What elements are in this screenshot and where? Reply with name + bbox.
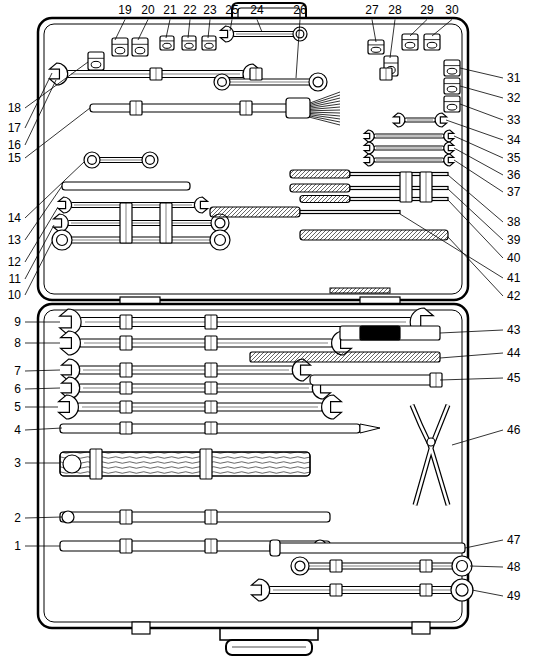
leader-line	[25, 162, 84, 218]
callout-number: 28	[387, 4, 402, 17]
callout-number: 27	[364, 4, 379, 17]
leader-line	[440, 353, 503, 358]
callout-number: 17	[7, 122, 22, 135]
leader-line	[460, 86, 503, 98]
callout-number: 14	[7, 212, 22, 225]
callout-number: 42	[506, 290, 521, 303]
leader-line	[465, 540, 503, 548]
leader-line	[390, 20, 395, 59]
callout-number: 3	[13, 457, 22, 470]
callout-number: 16	[7, 139, 22, 152]
callout-number: 34	[506, 134, 521, 147]
leader-line	[410, 20, 427, 37]
callout-number: 36	[506, 169, 521, 182]
leader-line	[25, 388, 60, 389]
leader-line	[188, 20, 190, 39]
leader-line	[460, 104, 503, 120]
leader-line	[446, 120, 503, 140]
leader-line	[372, 20, 376, 43]
leader-line	[454, 148, 503, 175]
leader-line	[25, 73, 52, 128]
leader-line	[138, 20, 148, 41]
tools	[50, 26, 473, 601]
callout-number: 41	[506, 272, 521, 285]
callout-number: 35	[506, 152, 521, 165]
leader-line	[460, 68, 503, 78]
leader-line	[432, 20, 452, 37]
leader-line	[440, 378, 503, 380]
leader-lines	[25, 20, 503, 597]
callout-number: 9	[13, 316, 22, 329]
callout-number: 19	[117, 4, 132, 17]
callout-number: 31	[506, 72, 521, 85]
callout-number: 22	[182, 4, 197, 17]
leader-line	[166, 20, 170, 39]
callout-number: 40	[506, 252, 521, 265]
callout-number: 49	[506, 590, 521, 603]
callout-number: 32	[506, 92, 521, 105]
leader-line	[257, 20, 262, 33]
callout-number: 24	[249, 4, 264, 17]
callout-number: 45	[506, 372, 521, 385]
leader-line	[25, 242, 52, 295]
leader-line	[115, 20, 125, 41]
leader-line	[25, 407, 58, 408]
callout-number: 10	[7, 289, 22, 302]
callout-number: 37	[506, 186, 521, 199]
leader-line	[296, 20, 300, 79]
callout-number: 15	[7, 152, 22, 165]
callout-number: 18	[7, 102, 22, 115]
callout-number: 12	[7, 256, 22, 269]
leader-line	[454, 160, 503, 192]
leader-line	[25, 80, 56, 145]
callout-number: 6	[13, 383, 22, 396]
callout-number: 5	[13, 401, 22, 414]
leader-line	[25, 463, 60, 464]
callout-number: 1	[13, 540, 22, 553]
callout-number: 39	[506, 234, 521, 247]
callout-number: 26	[292, 4, 307, 17]
case-outline	[38, 3, 468, 655]
leader-line	[440, 330, 503, 333]
leader-line	[470, 566, 503, 567]
leader-line	[25, 343, 60, 344]
callout-number: 48	[506, 561, 521, 574]
leader-line	[454, 136, 503, 158]
callout-number: 23	[202, 4, 217, 17]
callout-number: 29	[419, 4, 434, 17]
leader-line	[25, 62, 88, 108]
callout-number: 2	[13, 512, 22, 525]
callout-number: 7	[13, 365, 22, 378]
leader-line	[25, 108, 90, 158]
callout-number: 47	[506, 534, 521, 547]
callout-number: 38	[506, 216, 521, 229]
leader-line	[208, 20, 210, 39]
leader-line	[448, 237, 503, 296]
callout-number: 4	[13, 424, 22, 437]
leader-line	[472, 590, 503, 596]
callout-number: 44	[506, 347, 521, 360]
leader-line	[452, 430, 503, 445]
callout-number: 11	[8, 273, 22, 286]
callout-number: 8	[13, 337, 22, 350]
leader-line	[25, 370, 60, 371]
leader-line	[25, 428, 62, 430]
callout-number: 43	[506, 324, 521, 337]
callout-number: 46	[506, 424, 521, 437]
callout-number: 25	[224, 4, 239, 17]
leader-line	[25, 546, 60, 547]
leader-line	[25, 517, 62, 518]
callout-number: 20	[140, 4, 155, 17]
callout-number: 21	[162, 4, 177, 17]
leader-line	[25, 322, 60, 323]
leader-line	[448, 189, 503, 240]
callout-number: 30	[444, 4, 459, 17]
leader-line	[400, 214, 503, 278]
callout-number: 13	[7, 234, 22, 247]
leader-line	[230, 20, 232, 32]
callout-number: 33	[506, 114, 521, 127]
